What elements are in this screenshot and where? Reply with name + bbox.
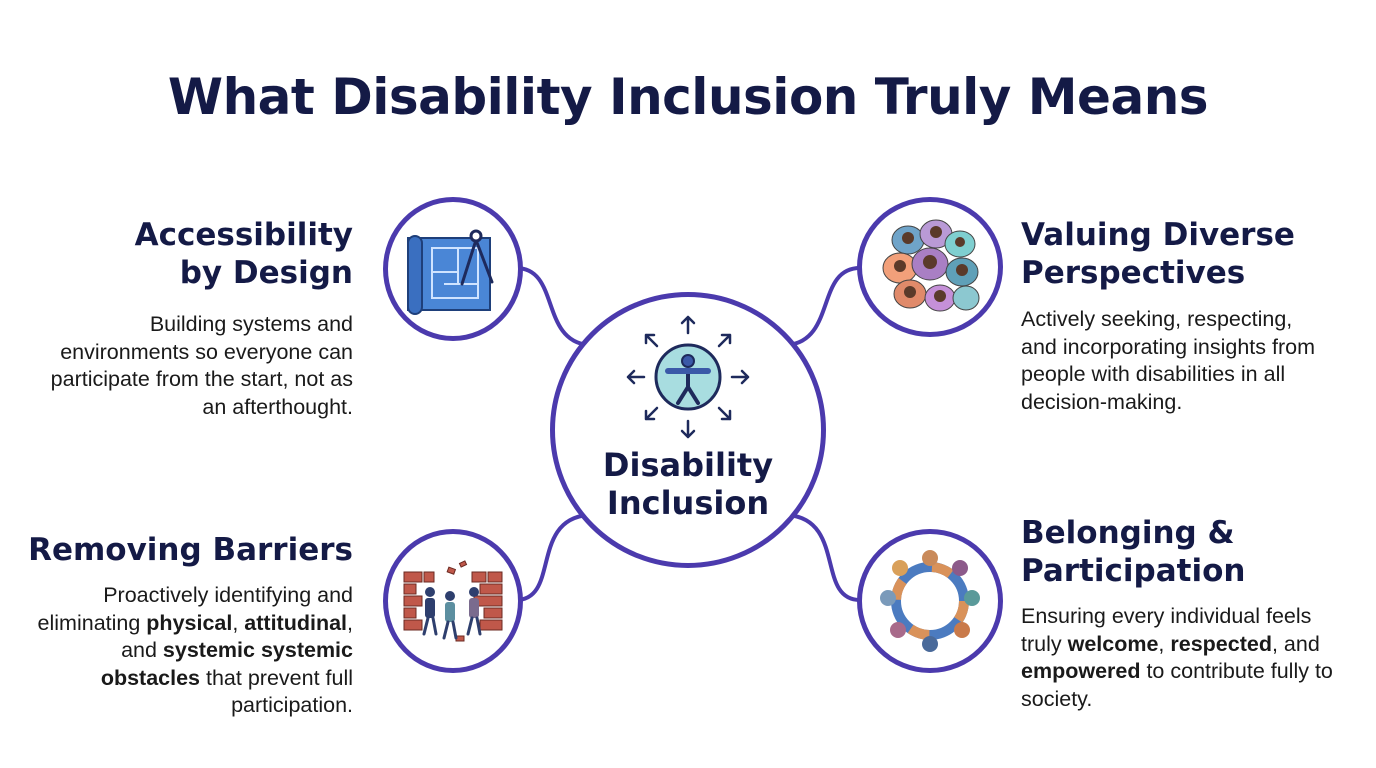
description-text: Proactively identifying and eliminating xyxy=(37,583,353,635)
blueprint-compass-icon xyxy=(407,229,494,315)
heading-perspectives: Valuing Diverse Perspectives xyxy=(1021,217,1295,291)
accessibility-person-icon xyxy=(626,315,750,439)
pillar-circle-barriers xyxy=(383,529,523,673)
community-circle-icon xyxy=(880,550,980,652)
description-text: , xyxy=(1158,631,1171,656)
description-bold: welcome xyxy=(1067,631,1159,656)
pillar-circle-accessibility xyxy=(383,197,523,341)
pillar-circle-perspectives xyxy=(857,197,1003,337)
description-bold: respected xyxy=(1170,631,1272,656)
description-text: Building systems and environments so eve… xyxy=(50,312,353,419)
center-label: Disability Inclusion xyxy=(602,446,774,522)
description-text: Actively seeking, respecting, and incorp… xyxy=(1021,307,1315,414)
description-barriers: Proactively identifying and eliminating … xyxy=(33,582,353,720)
connector-top-left xyxy=(514,266,590,347)
description-bold: systemic obstacles xyxy=(100,638,353,690)
description-perspectives: Actively seeking, respecting, and incorp… xyxy=(1021,306,1321,416)
description-text: , and xyxy=(121,610,353,663)
diverse-speech-bubbles-icon xyxy=(882,219,980,312)
breaking-wall-people-icon xyxy=(403,560,503,642)
connector-bottom-left xyxy=(514,513,590,602)
description-bold: attitudinal xyxy=(244,610,348,635)
description-text: Ensuring every individual feels truly xyxy=(1021,604,1312,656)
description-text: to contribute fully to society. xyxy=(1021,659,1333,711)
description-text: , and xyxy=(1271,631,1320,656)
description-belonging: Ensuring every individual feels truly we… xyxy=(1021,603,1351,713)
description-accessibility: Building systems and environments so eve… xyxy=(23,311,353,421)
description-text: that prevent full participation. xyxy=(200,665,353,718)
pillar-circle-belonging xyxy=(857,529,1003,673)
description-bold: empowered xyxy=(1021,659,1141,683)
description-bold: systemic xyxy=(162,638,255,662)
connector-bottom-right xyxy=(786,513,862,602)
connector-top-right xyxy=(786,266,862,347)
heading-barriers: Removing Barriers xyxy=(28,532,353,568)
heading-accessibility: Accessibility by Design xyxy=(134,217,353,291)
heading-belonging: Belonging & Participation xyxy=(1021,515,1246,589)
description-bold: physical xyxy=(146,610,233,635)
page-title: What Disability Inclusion Truly Means xyxy=(167,68,1209,126)
center-node xyxy=(550,292,826,568)
description-text: , xyxy=(232,610,245,635)
